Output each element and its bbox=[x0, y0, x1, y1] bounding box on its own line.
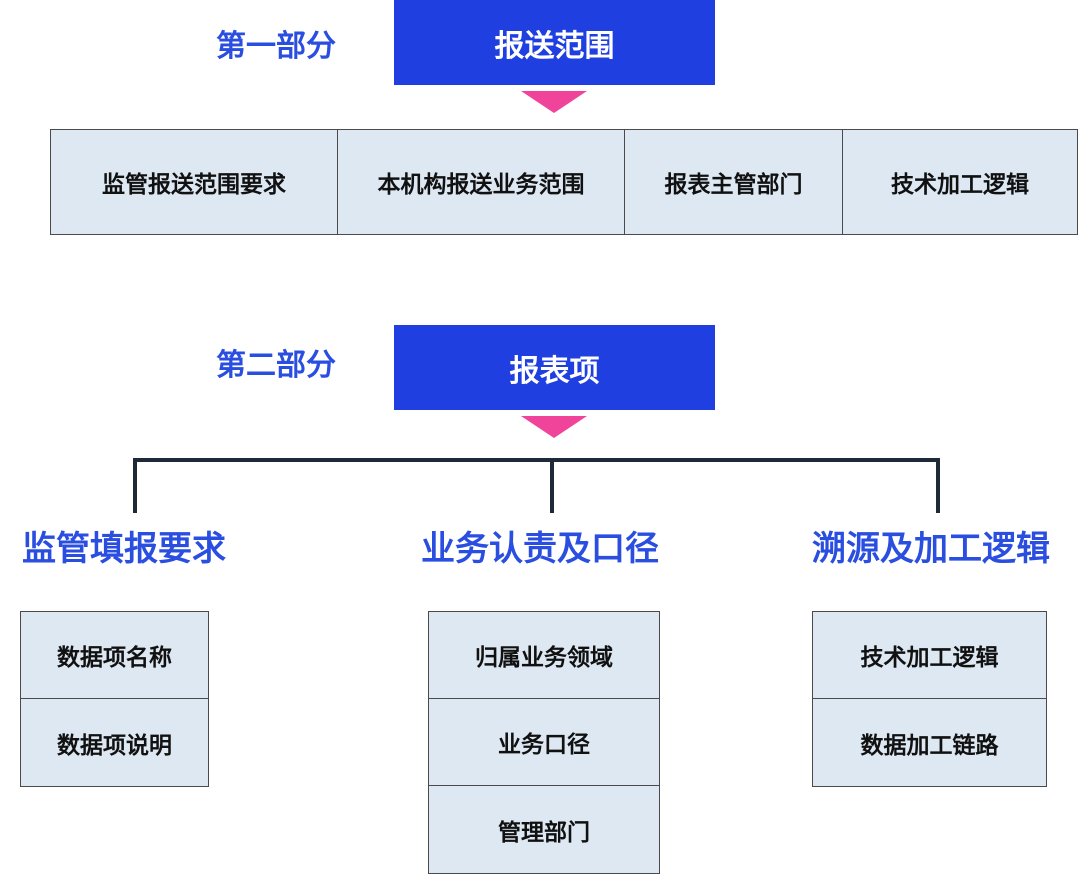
stack-cell: 技术加工逻辑 bbox=[813, 612, 1046, 699]
stack-cell: 管理部门 bbox=[498, 819, 590, 846]
stack-cell: 归属业务领域 bbox=[429, 612, 659, 699]
tree-branch-center bbox=[550, 458, 554, 513]
scope-cell-1: 监管报送范围要求 bbox=[51, 130, 338, 234]
tree-branch-left bbox=[133, 458, 137, 513]
stack-regulatory: 数据项名称 数据项说明 bbox=[20, 611, 209, 787]
stack-cell: 数据加工链路 bbox=[860, 732, 999, 759]
tree-branch-right bbox=[936, 458, 940, 513]
column-title-business: 业务认责及口径 bbox=[421, 529, 659, 569]
part1-arrow-down bbox=[521, 91, 587, 113]
tree-horizontal-line bbox=[133, 458, 940, 462]
stack-business: 归属业务领域 业务口径 管理部门 bbox=[428, 611, 660, 874]
part1-header: 报送范围 bbox=[394, 0, 715, 85]
scope-cell-2: 本机构报送业务范围 bbox=[338, 130, 625, 234]
stack-cell: 数据项名称 bbox=[21, 612, 208, 699]
part1-label: 第一部分 bbox=[216, 29, 336, 64]
part2-arrow-down bbox=[521, 416, 587, 438]
column-title-regulatory: 监管填报要求 bbox=[22, 529, 226, 569]
scope-cell-3: 报表主管部门 bbox=[625, 130, 843, 234]
part2-label: 第二部分 bbox=[216, 348, 336, 383]
stack-cell: 数据项说明 bbox=[57, 732, 172, 759]
stack-cell: 业务口径 bbox=[429, 699, 659, 786]
scope-cell-4: 技术加工逻辑 bbox=[891, 172, 1029, 198]
stack-lineage: 技术加工逻辑 数据加工链路 bbox=[812, 611, 1047, 787]
column-title-lineage: 溯源及加工逻辑 bbox=[812, 529, 1050, 569]
scope-row: 监管报送范围要求 本机构报送业务范围 报表主管部门 技术加工逻辑 bbox=[50, 129, 1078, 235]
part2-header: 报表项 bbox=[394, 325, 715, 410]
